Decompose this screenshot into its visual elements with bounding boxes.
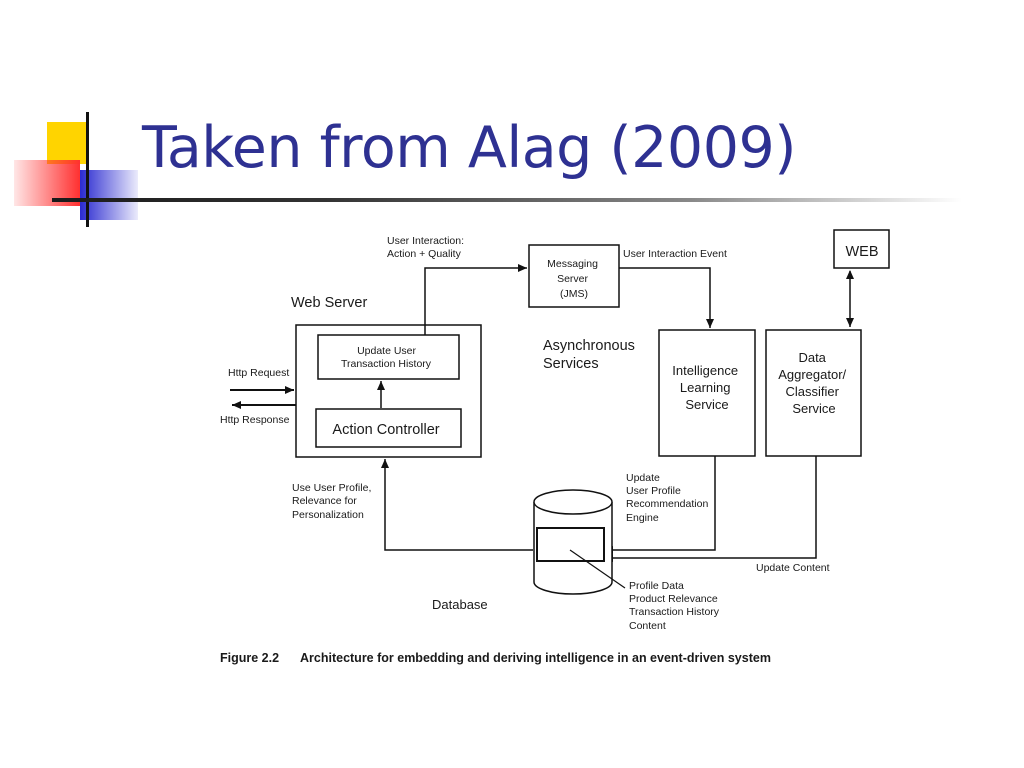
database-to-controller-arrow	[381, 459, 533, 551]
history-to-messaging-arrow	[424, 264, 527, 335]
action-controller-label: Action Controller	[332, 422, 439, 438]
update-profile-note: Update User Profile Recommendation Engin…	[626, 472, 711, 524]
http-request-label: Http Request	[228, 367, 289, 379]
data-aggregator-box	[765, 329, 862, 457]
intelligence-to-database-arrow	[604, 456, 716, 554]
web-box	[833, 229, 890, 269]
user-interaction-note: User Interaction: Action + Quality	[387, 235, 467, 260]
deco-yellow-square	[47, 122, 89, 164]
intelligence-service-box	[658, 329, 756, 457]
data-aggregator-label: Data Aggregator/ Classifier Service	[778, 350, 850, 416]
deco-blue-square	[80, 170, 138, 220]
messaging-server-box	[528, 244, 620, 308]
title-underline	[52, 198, 962, 202]
database-cylinder	[533, 489, 626, 595]
slide-title: Taken from Alag (2009)	[142, 115, 796, 181]
database-contents: Profile Data Product Relevance Transacti…	[629, 580, 722, 632]
web-server-label: Web Server	[291, 295, 367, 311]
messaging-server-label: Messaging Server (JMS)	[547, 258, 601, 300]
user-interaction-event-label: User Interaction Event	[623, 248, 727, 260]
figure-caption: Figure 2.2 Architecture for embedding an…	[220, 651, 771, 665]
deco-vertical-line	[86, 112, 89, 227]
action-controller-box	[315, 408, 462, 448]
update-history-label: Update User Transaction History	[341, 345, 432, 370]
http-response-label: Http Response	[220, 414, 290, 426]
web-box-label: WEB	[845, 244, 878, 260]
use-profile-note: Use User Profile, Relevance for Personal…	[292, 482, 374, 521]
intelligence-service-label: Intelligence Learning Service	[672, 363, 741, 412]
aggregator-to-database-arrow	[604, 456, 817, 562]
async-services-label: Asynchronous Services	[543, 338, 639, 372]
database-label: Database	[432, 597, 488, 612]
update-history-box	[317, 334, 460, 380]
update-content-label: Update Content	[756, 562, 830, 574]
messaging-to-intelligence-arrow	[619, 267, 714, 328]
